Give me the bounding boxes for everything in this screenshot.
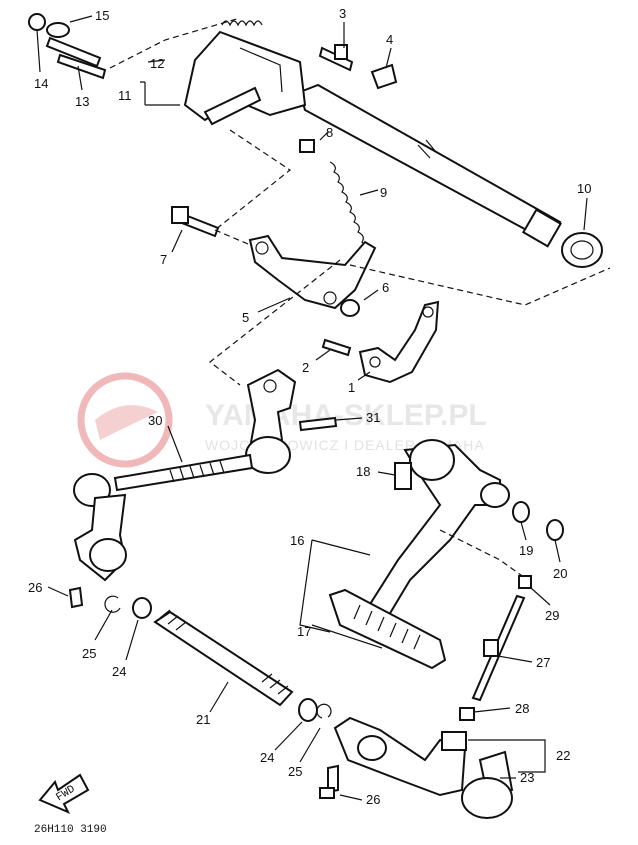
stopper-plate — [358, 300, 440, 384]
adjust-rod-nut — [483, 639, 499, 657]
shaft-spline — [522, 208, 562, 248]
nut — [299, 139, 315, 153]
callout-20: 20 — [553, 566, 567, 581]
bolt-26-right — [327, 764, 339, 794]
callout-16: 16 — [290, 533, 304, 548]
fwd-arrow-icon — [38, 773, 90, 814]
callout-19: 19 — [519, 543, 533, 558]
spring — [329, 161, 371, 253]
watermark-logo-icon — [77, 372, 173, 468]
shift-pedal-shaft — [153, 610, 294, 707]
collar — [45, 36, 102, 68]
nut-28 — [459, 707, 475, 721]
oil-seal — [561, 232, 603, 268]
callout-4: 4 — [386, 32, 393, 47]
guide-lines — [109, 17, 611, 579]
shift-arm-upper — [246, 368, 297, 457]
callout-15: 15 — [95, 8, 109, 23]
callout-17: 17 — [297, 624, 311, 639]
footrest-assembly — [328, 439, 564, 721]
drawing-code: 26H110 3190 — [34, 824, 107, 836]
bolt-26-left — [68, 586, 84, 609]
callout-26-right: 26 — [366, 792, 380, 807]
callout-11: 11 — [118, 88, 132, 103]
callout-10: 10 — [577, 181, 591, 196]
callout-25-right: 25 — [288, 764, 302, 779]
stopper-nut — [334, 44, 348, 60]
callout-27: 27 — [536, 655, 550, 670]
callout-13: 13 — [75, 94, 89, 109]
callout-28: 28 — [515, 701, 529, 716]
nut-29 — [518, 575, 532, 589]
bolt-26-right-head — [319, 787, 335, 799]
callout-23: 23 — [520, 770, 534, 785]
fwd-indicator: FWD — [38, 773, 90, 814]
callout-8: 8 — [326, 125, 333, 140]
callout-14: 14 — [34, 76, 48, 91]
callout-25-left: 25 — [82, 646, 96, 661]
callout-30: 30 — [148, 413, 162, 428]
watermark-logo-swoosh — [95, 405, 158, 440]
bolt-7-head — [171, 206, 189, 224]
footrest-rubber — [328, 588, 447, 670]
callout-31: 31 — [366, 410, 380, 425]
watermark-brand: YAMAHA-SKLEP.PL — [205, 399, 487, 432]
callout-21: 21 — [196, 712, 210, 727]
shift-shaft-assembly — [28, 13, 603, 384]
footrest-bushing — [480, 482, 510, 508]
shift-linkage — [68, 368, 514, 819]
shift-shaft — [298, 83, 562, 242]
callout-18: 18 — [356, 464, 370, 479]
callout-6: 6 — [382, 280, 389, 295]
callout-2: 2 — [302, 360, 309, 375]
callout-5: 5 — [242, 310, 249, 325]
callout-12: 12 — [150, 56, 164, 71]
washer-24-right — [298, 698, 318, 722]
shift-pedal-arm — [333, 716, 467, 797]
circlip-25-right — [316, 703, 332, 719]
cotter-pin-20 — [546, 519, 564, 541]
pedal-arm-lever — [441, 731, 467, 751]
circlip-14 — [28, 13, 46, 31]
footrest-pin-18 — [394, 462, 412, 490]
callout-9: 9 — [380, 185, 387, 200]
shift-arm-claw — [203, 86, 262, 126]
pedal-rubber — [461, 777, 513, 819]
pedal-arm-boss — [357, 735, 387, 761]
clip — [370, 63, 398, 90]
bolt-31 — [298, 416, 338, 432]
washer-24-left — [132, 597, 152, 619]
callout-22: 22 — [556, 748, 570, 763]
stopper-lever — [248, 234, 377, 310]
washer-19 — [512, 501, 530, 523]
return-spring-top — [221, 20, 263, 27]
callout-26-left: 26 — [28, 580, 42, 595]
shift-arm — [183, 30, 307, 122]
collar-6 — [340, 299, 360, 317]
callout-24-right: 24 — [260, 750, 274, 765]
callout-1: 1 — [348, 380, 355, 395]
footrest-pivot — [409, 439, 455, 481]
washer-15 — [46, 22, 70, 38]
callout-29: 29 — [545, 608, 559, 623]
roller-pin — [56, 53, 107, 80]
callouts: 15 14 13 12 11 3 4 8 9 10 7 5 6 2 1 31 3… — [28, 6, 591, 807]
circlip-25-left — [104, 595, 121, 613]
shift-arm-boss — [89, 538, 127, 572]
shift-rod — [113, 453, 254, 492]
footrest-bracket — [358, 443, 501, 632]
callout-24-left: 24 — [112, 664, 126, 679]
bolt-2 — [321, 338, 352, 357]
callout-7: 7 — [160, 252, 167, 267]
callout-3: 3 — [339, 6, 346, 21]
